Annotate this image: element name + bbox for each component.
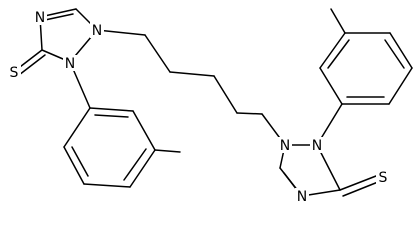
bond-chain-1 bbox=[96, 29, 146, 36]
bond-bottom-ar-inner-1 bbox=[327, 39, 350, 69]
bond-top-ar-3 bbox=[83, 183, 131, 188]
bond-top-ar-inner-1 bbox=[71, 146, 89, 177]
bond-top-ar-inner-2 bbox=[123, 148, 147, 181]
atom-s-bottom: S bbox=[379, 170, 388, 186]
molecule-diagram: N N N S N N N S bbox=[7, 8, 413, 205]
bond-top-ar-inner-3 bbox=[94, 114, 129, 118]
top-triazole-ring bbox=[15, 8, 98, 76]
bond-bottom-ar-inner-2 bbox=[384, 39, 405, 69]
bond-bottom-ar-5 bbox=[388, 67, 413, 105]
bond-bottom-ar-2 bbox=[319, 32, 346, 69]
bottom-triazole-ring bbox=[279, 144, 379, 197]
bond-top-c5-n4-inner bbox=[44, 13, 74, 21]
atom-n4-bottom: N bbox=[297, 189, 307, 205]
bond-bottom-c3-s bbox=[339, 175, 377, 191]
bond-chain-5 bbox=[236, 112, 263, 115]
bond-bottom-c3-s-inner bbox=[342, 181, 379, 197]
bond-bottom-n4-c5-inner bbox=[283, 172, 298, 191]
bond-chain-3 bbox=[169, 71, 215, 77]
bond-bottom-ar-4 bbox=[389, 32, 413, 69]
atom-n2-top: N bbox=[65, 56, 75, 72]
atom-n1-top: N bbox=[92, 23, 102, 39]
bond-top-ar-2 bbox=[63, 146, 85, 185]
atom-s-top: S bbox=[10, 65, 19, 81]
atom-n4-top: N bbox=[35, 10, 45, 26]
pentyl-chain bbox=[96, 29, 286, 146]
atom-labels: N N N S N N N S bbox=[7, 9, 390, 205]
atom-n1-bottom: N bbox=[280, 138, 290, 154]
bond-top-ar-5 bbox=[132, 110, 156, 151]
top-tolyl-ring bbox=[63, 61, 181, 188]
bond-chain-2 bbox=[144, 34, 171, 73]
atom-n2-bottom: N bbox=[312, 138, 322, 154]
bond-bottom-methyl bbox=[330, 8, 346, 34]
bond-top-methyl bbox=[154, 149, 181, 153]
bond-chain-4 bbox=[213, 75, 238, 114]
bond-top-ar-6 bbox=[89, 107, 134, 112]
bond-top-ar-4 bbox=[129, 149, 156, 188]
bond-top-ar-1 bbox=[63, 107, 91, 148]
bond-bottom-ar-1 bbox=[319, 67, 343, 105]
bond-top-c3-s-inner bbox=[18, 54, 46, 76]
bottom-tolyl-ring bbox=[316, 8, 413, 146]
